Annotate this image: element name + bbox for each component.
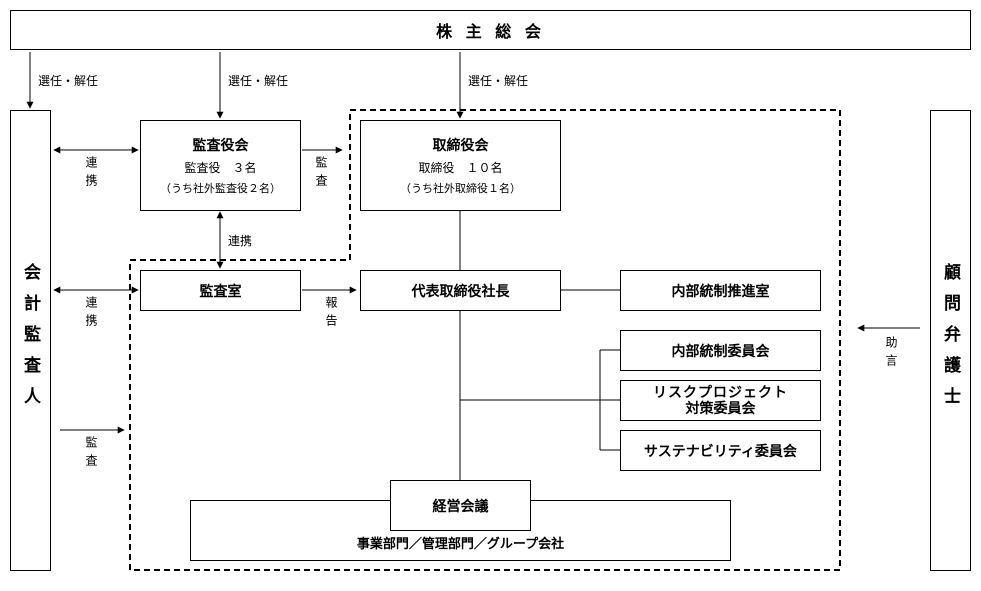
audit-board-box: 監査役会 監査役 ３名 （うち社外監査役２名） bbox=[140, 120, 301, 211]
accounting-auditor-label: 会計監査人 bbox=[20, 263, 40, 418]
audit-board-outside-members: （うち社外監査役２名） bbox=[160, 182, 281, 195]
management-meeting-box: 経営会議 bbox=[390, 480, 531, 531]
legal-advisor-label: 顧問弁護士 bbox=[940, 263, 960, 418]
coop-label-audit-office: 連携 bbox=[84, 296, 98, 332]
audit-board-title: 監査役会 bbox=[192, 138, 249, 154]
governance-boundary bbox=[129, 109, 841, 571]
internal-control-promotion-box: 内部統制推進室 bbox=[620, 270, 821, 311]
board-outside-members: （うち社外取締役１名） bbox=[400, 182, 521, 195]
audit-office-box: 監査室 bbox=[140, 270, 301, 311]
president-label: 代表取締役社長 bbox=[411, 283, 510, 300]
coop-label-audit-office-link: 連携 bbox=[228, 234, 253, 248]
legal-advisor-box: 顧問弁護士 bbox=[930, 110, 971, 571]
advice-label: 助言 bbox=[884, 336, 898, 372]
management-meeting-label: 経営会議 bbox=[432, 498, 489, 515]
board-of-directors-box: 取締役会 取締役 １０名 （うち社外取締役１名） bbox=[360, 120, 561, 211]
risk-project-committee-line1: リスクプロジェクト bbox=[653, 384, 788, 401]
risk-project-committee-line2: 対策委員会 bbox=[685, 400, 756, 417]
internal-control-committee-label: 内部統制委員会 bbox=[671, 343, 770, 360]
coop-label-audit-board: 連携 bbox=[84, 156, 98, 192]
elect-dismiss-label-2: 選任・解任 bbox=[228, 74, 289, 88]
departments-label: 事業部門／管理部門／グループ会社 bbox=[356, 537, 565, 552]
audit-office-label: 監査室 bbox=[199, 283, 242, 300]
audit-label-board: 監査 bbox=[314, 156, 328, 192]
shareholders-meeting-box: 株 主 総 会 bbox=[10, 10, 971, 50]
elect-dismiss-label-1: 選任・解任 bbox=[38, 74, 99, 88]
audit-label-external: 監査 bbox=[84, 436, 98, 472]
board-members: 取締役 １０名 bbox=[418, 161, 503, 175]
internal-control-committee-box: 内部統制委員会 bbox=[620, 330, 821, 371]
president-box: 代表取締役社長 bbox=[360, 270, 561, 311]
report-label: 報告 bbox=[324, 296, 338, 332]
risk-project-committee-box: リスクプロジェクト 対策委員会 bbox=[620, 380, 821, 421]
elect-dismiss-label-3: 選任・解任 bbox=[468, 74, 529, 88]
board-title: 取締役会 bbox=[432, 138, 489, 154]
internal-control-promotion-label: 内部統制推進室 bbox=[671, 283, 770, 300]
audit-board-members: 監査役 ３名 bbox=[184, 161, 257, 175]
shareholders-meeting-label: 株 主 総 会 bbox=[436, 22, 545, 41]
sustainability-committee-label: サステナビリティ委員会 bbox=[644, 443, 797, 460]
accounting-auditor-box: 会計監査人 bbox=[10, 110, 51, 571]
sustainability-committee-box: サステナビリティ委員会 bbox=[620, 430, 821, 471]
